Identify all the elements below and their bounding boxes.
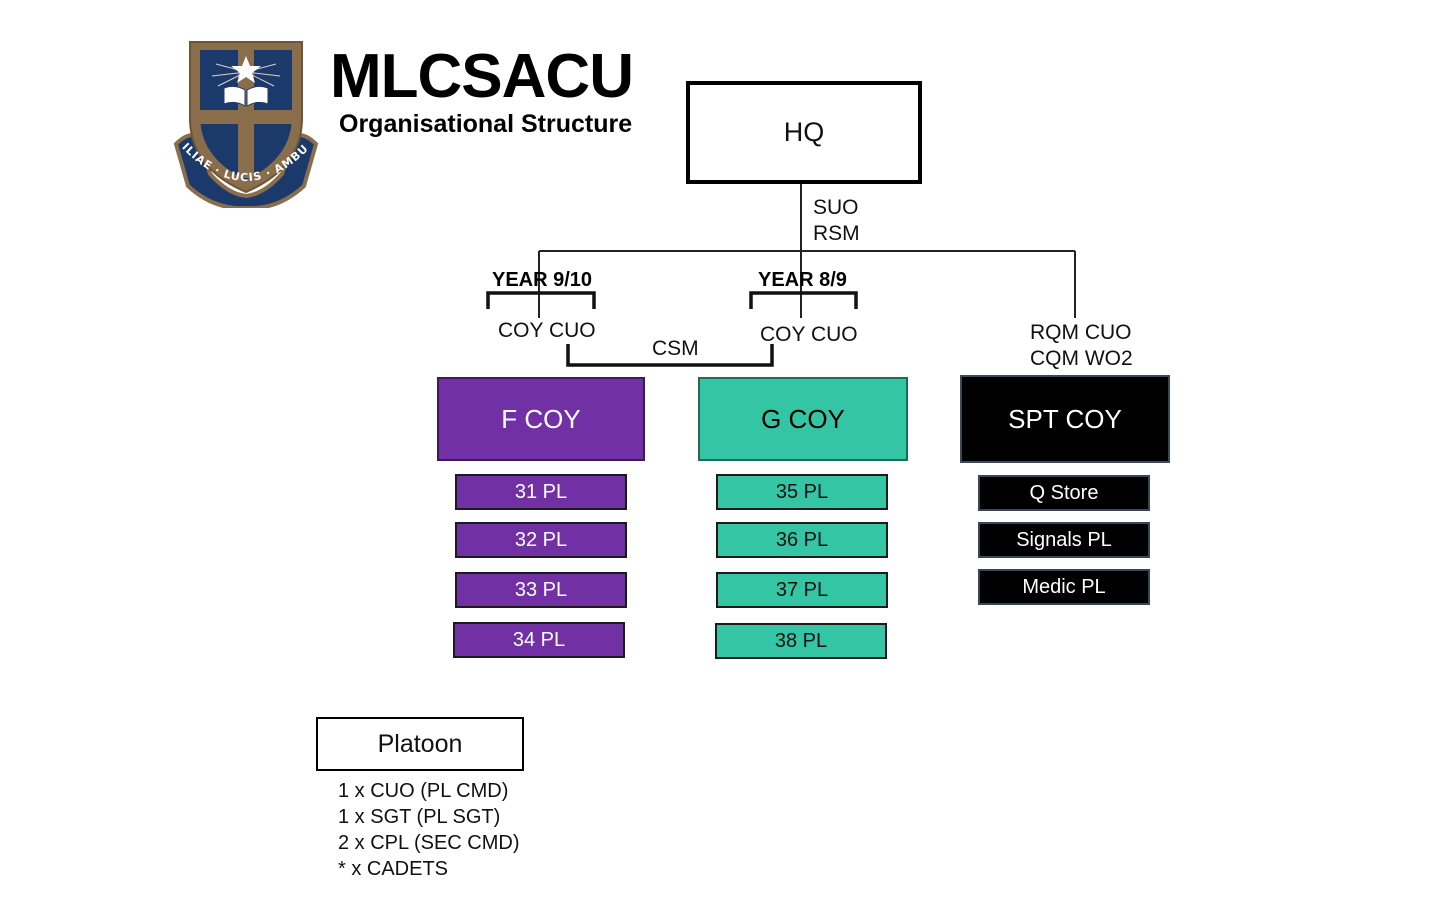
legend-line: 2 x CPL (SEC CMD)	[338, 832, 520, 854]
platoon-box-34: 34 PL	[453, 622, 625, 658]
platoon-label: 34 PL	[512, 628, 566, 651]
platoon-box-36: 36 PL	[716, 522, 888, 558]
legend-line: 1 x SGT (PL SGT)	[338, 806, 501, 828]
star-icon	[231, 56, 261, 83]
g-coy-label: G COY	[761, 403, 845, 434]
legend-line: * x CADETS	[338, 858, 449, 880]
year-bracket-f	[486, 291, 596, 309]
csm-label: CSM	[652, 337, 699, 360]
f-coy-cuo-label: COY CUO	[498, 319, 596, 342]
platoon-label: 33 PL	[514, 578, 568, 601]
year-label-f-coy: YEAR 9/10	[492, 269, 593, 291]
f-coy-box: F COY	[437, 377, 645, 461]
platoon-box-31: 31 PL	[455, 474, 627, 510]
platoon-label: 38 PL	[774, 629, 828, 652]
spt-coy-label: SPT COY	[1008, 403, 1122, 434]
hq-role-rsm: RSM	[813, 222, 860, 245]
g-coy-cuo-label: COY CUO	[760, 323, 858, 346]
platoon-box-33: 33 PL	[455, 572, 627, 608]
hq-label: HQ	[783, 117, 825, 147]
spt-unit-q-store: Q Store	[978, 475, 1150, 511]
year-bracket-g	[749, 291, 858, 309]
school-crest-logo: UT FILIAE · LUCIS · AMBULATE	[168, 36, 319, 208]
spt-role-cqm: CQM WO2	[1030, 347, 1133, 370]
platoon-box-38: 38 PL	[715, 623, 887, 659]
platoon-label: 35 PL	[775, 480, 829, 503]
book-icon	[223, 85, 269, 107]
platoon-label: 36 PL	[775, 528, 829, 551]
legend-line: 1 x CUO (PL CMD)	[338, 780, 509, 802]
spt-unit-medic: Medic PL	[978, 569, 1150, 605]
platoon-box-37: 37 PL	[716, 572, 888, 608]
legend-platoon-box: Platoon	[316, 717, 524, 771]
spt-unit-signals: Signals PL	[978, 522, 1150, 558]
platoon-label: 37 PL	[775, 578, 829, 601]
spt-unit-label: Signals PL	[1016, 528, 1112, 551]
platoon-box-35: 35 PL	[716, 474, 888, 510]
f-coy-label: F COY	[501, 403, 581, 434]
spt-coy-box: SPT COY	[960, 375, 1170, 463]
hq-box: HQ	[686, 81, 922, 184]
spt-unit-label: Q Store	[1029, 481, 1099, 504]
legend-composition-list: 1 x CUO (PL CMD) 1 x SGT (PL SGT) 2 x CP…	[338, 778, 520, 882]
platoon-box-32: 32 PL	[455, 522, 627, 558]
platoon-label: 32 PL	[514, 528, 568, 551]
year-label-g-coy: YEAR 8/9	[758, 269, 847, 291]
csm-bracket	[566, 344, 774, 367]
brand-title: MLCSACU	[330, 42, 634, 111]
brand-subtitle: Organisational Structure	[339, 110, 633, 138]
platoon-label: 31 PL	[514, 480, 568, 503]
legend-title: Platoon	[377, 729, 463, 758]
g-coy-box: G COY	[698, 377, 908, 461]
spt-role-rqm: RQM CUO	[1030, 321, 1132, 344]
hq-role-suo: SUO	[813, 196, 859, 219]
spt-unit-label: Medic PL	[1022, 575, 1106, 598]
